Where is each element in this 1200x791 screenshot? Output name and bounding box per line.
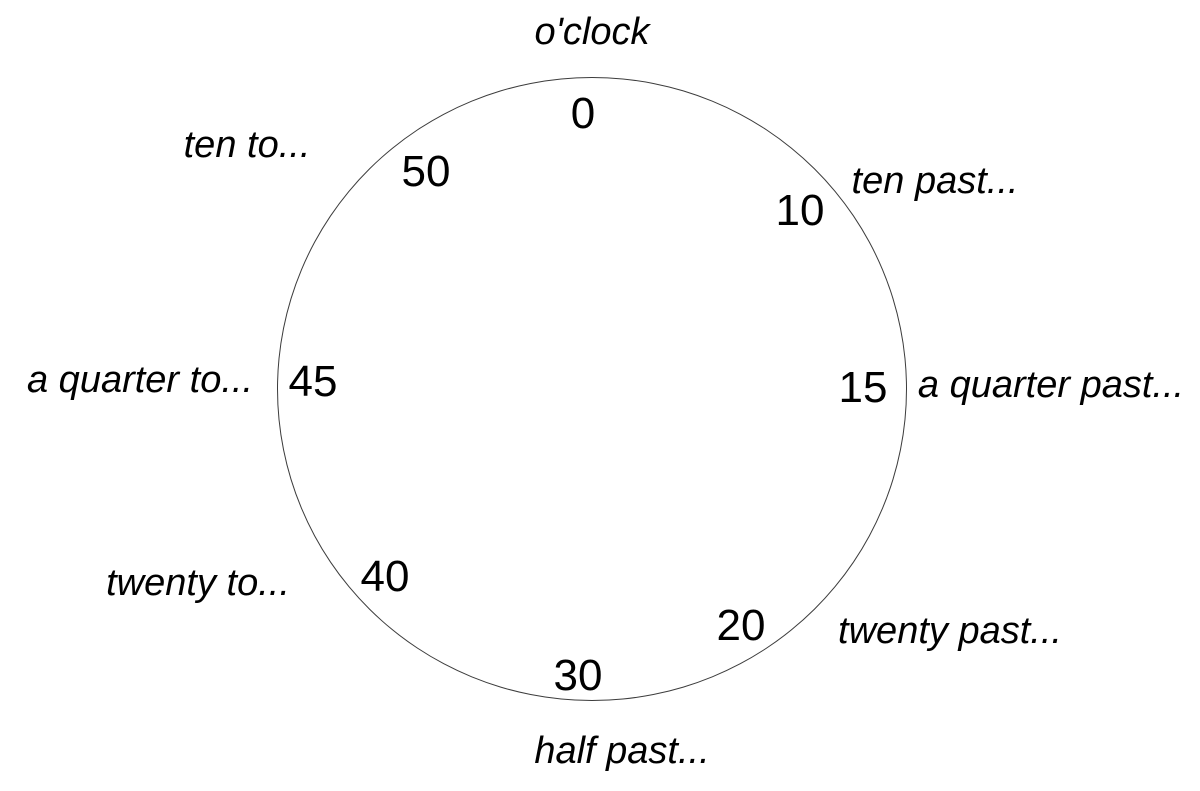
minute-number-20: 20 [716, 601, 766, 650]
phrase-ten-past: ten past... [851, 160, 1019, 202]
minute-number-40: 40 [360, 552, 410, 601]
phrase-oclock: o'clock [534, 11, 650, 53]
minute-number-45: 45 [288, 357, 338, 406]
phrase-half-past: half past... [534, 730, 710, 772]
phrase-quarter-past: a quarter past... [917, 364, 1185, 406]
minute-number-10: 10 [775, 186, 825, 235]
minute-number-50: 50 [401, 147, 451, 196]
phrase-quarter-to: a quarter to... [26, 359, 254, 401]
minute-number-15: 15 [838, 363, 888, 412]
minute-number-30: 30 [553, 651, 603, 700]
minute-number-0: 0 [570, 89, 596, 138]
phrase-twenty-past: twenty past... [838, 610, 1062, 652]
clock-face-circle [277, 77, 907, 701]
phrase-ten-to: ten to... [183, 124, 311, 166]
phrase-twenty-to: twenty to... [106, 562, 290, 604]
